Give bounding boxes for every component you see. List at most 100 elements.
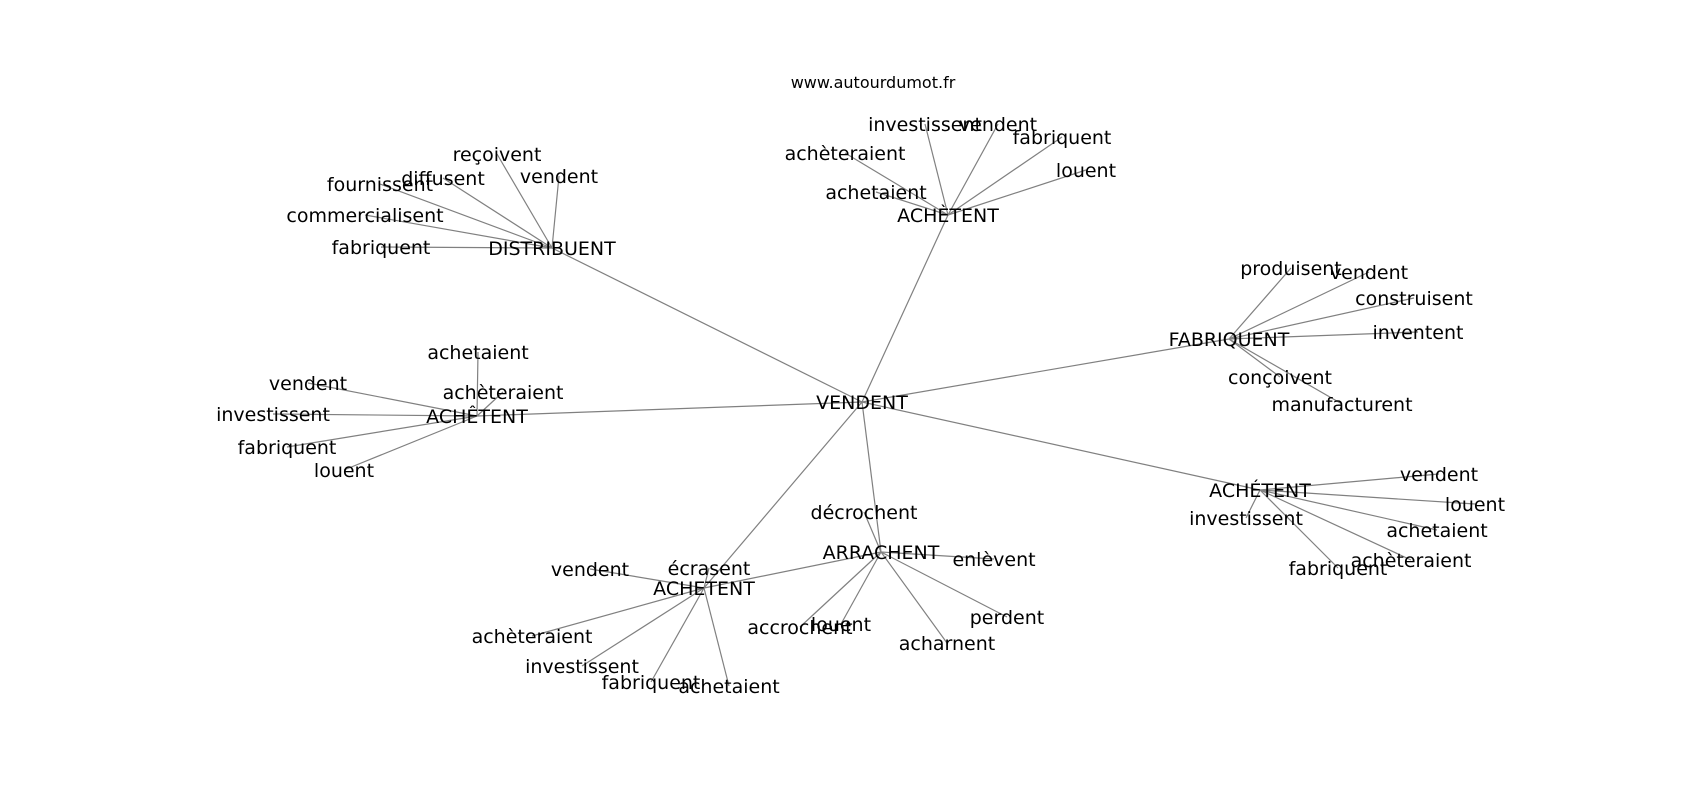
- node-perdent[interactable]: perdent: [970, 607, 1044, 629]
- edge-achetent_top-acheteraient_t: [844, 152, 949, 216]
- node-acheteraient-l[interactable]: achèteraient: [443, 382, 564, 404]
- edge-arrachent-decrochent: [863, 511, 882, 553]
- node-vendent-t[interactable]: vendent: [959, 114, 1037, 136]
- edge-arrachent-accrochent: [799, 551, 882, 628]
- edge-distribuent-recoivent: [496, 153, 553, 249]
- edge-achetent_left-fabriquent_l: [286, 415, 478, 448]
- node-commercialisent[interactable]: commercialisent: [286, 205, 443, 227]
- edge-achetent_bot-acheteraient_b: [531, 587, 705, 637]
- node-louent-r[interactable]: louent: [1445, 494, 1505, 516]
- edge-fabriquent-produisent: [1228, 267, 1292, 340]
- node-recoivent[interactable]: reçoivent: [453, 144, 542, 166]
- edge-achetent_right-acheteraient_r: [1259, 489, 1412, 561]
- node-manufacturent[interactable]: manufacturent: [1271, 394, 1412, 416]
- node-louent-t[interactable]: louent: [1056, 160, 1116, 182]
- node-vendent-r[interactable]: vendent: [1400, 464, 1478, 486]
- node-arrachent[interactable]: ARRACHENT: [823, 542, 940, 564]
- edge-achetent_bot-investissent_b: [581, 587, 705, 667]
- node-fabriquent-t[interactable]: fabriquent: [1013, 127, 1112, 149]
- node-achetent-right[interactable]: ACHÉTENT: [1209, 479, 1311, 502]
- edge-vendent_c-fabriquent: [861, 338, 1230, 403]
- edge-achetent_bot-fabriquent_b: [650, 587, 705, 683]
- node-ecrasent[interactable]: écrasent: [668, 558, 751, 580]
- node-investissent-r[interactable]: investissent: [1189, 508, 1303, 530]
- node-investissent-t[interactable]: investissent: [868, 114, 982, 136]
- labels-layer: VENDENT DISTRIBUENT ACHÈTENT FABRIQUENT ACHÊ…: [216, 114, 1505, 698]
- node-produisent[interactable]: produisent: [1240, 258, 1342, 280]
- node-inventent[interactable]: inventent: [1373, 322, 1464, 344]
- node-achetaient-l[interactable]: achetaient: [427, 342, 528, 364]
- node-acheteraient-b[interactable]: achèteraient: [472, 626, 593, 648]
- node-distribuent[interactable]: DISTRIBUENT: [488, 238, 616, 260]
- edge-arrachent-enlevent: [880, 551, 995, 560]
- node-decrochent[interactable]: décrochent: [811, 502, 918, 524]
- edge-achetent_top-investissent_t: [924, 123, 949, 216]
- edge-achetent_right-vendent_r: [1259, 473, 1440, 491]
- edge-achetent_right-achetaient_r: [1259, 489, 1438, 531]
- node-louent-l[interactable]: louent: [314, 460, 374, 482]
- edge-fabriquent-construisent: [1228, 297, 1415, 340]
- node-diffusent[interactable]: diffusent: [401, 168, 485, 190]
- node-construisent[interactable]: construisent: [1355, 288, 1473, 310]
- edge-fabriquent-vendent_f: [1228, 271, 1370, 340]
- node-achetent-top[interactable]: ACHÈTENT: [897, 204, 999, 227]
- edge-achetent_right-fabriquent_r: [1259, 489, 1339, 569]
- edge-arrachent-perdent: [880, 551, 1008, 618]
- node-concoivent[interactable]: conçoivent: [1228, 367, 1332, 389]
- node-acharnent[interactable]: acharnent: [899, 633, 995, 655]
- edge-distribuent-fournissent: [379, 183, 553, 249]
- edge-arrachent-louent_a: [840, 551, 882, 625]
- edge-achetent_right-louent_r: [1259, 489, 1476, 505]
- node-fabriquent-r[interactable]: fabriquent: [1289, 558, 1388, 580]
- node-vendent-l[interactable]: vendent: [269, 373, 347, 395]
- edge-achetent_top-louent_t: [947, 169, 1087, 216]
- node-fabriquent-b[interactable]: fabriquent: [602, 672, 701, 694]
- node-achetent-bot[interactable]: ACHETENT: [653, 578, 755, 600]
- node-fabriquent-l[interactable]: fabriquent: [238, 437, 337, 459]
- edge-vendent_c-achetent_top: [861, 214, 949, 403]
- source-credit: www.autourdumot.fr: [791, 73, 956, 92]
- node-louent-a[interactable]: louent: [811, 614, 871, 636]
- edge-achetent_left-investissent_l: [272, 413, 478, 417]
- node-fabriquent[interactable]: FABRIQUENT: [1169, 329, 1290, 351]
- edge-achetent_left-vendent_l: [307, 382, 478, 417]
- node-acheteraient-t[interactable]: achèteraient: [785, 143, 906, 165]
- node-achetaient-t[interactable]: achetaient: [825, 182, 926, 204]
- node-vendent-c[interactable]: VENDENT: [816, 392, 908, 414]
- node-enlevent[interactable]: enlèvent: [952, 549, 1035, 571]
- edge-achetent_left-acheteraient_l: [476, 391, 504, 417]
- node-investissent-l[interactable]: investissent: [216, 404, 330, 426]
- edge-vendent_c-achetent_bot: [703, 401, 863, 589]
- edge-arrachent-acharnent: [880, 551, 948, 644]
- edge-achetent_left-achetaient_l: [476, 351, 479, 417]
- node-investissent-b[interactable]: investissent: [525, 656, 639, 678]
- edges-layer: [272, 123, 1476, 687]
- edge-fabriquent-manufacturent: [1228, 338, 1343, 405]
- edge-distribuent-vendent_d: [551, 175, 560, 249]
- edge-arrachent-achetent_bot: [703, 551, 882, 589]
- node-achetaient-r[interactable]: achetaient: [1386, 520, 1487, 542]
- edge-distribuent-fabriquent_d: [380, 246, 553, 249]
- node-accrochent[interactable]: accrochent: [747, 617, 852, 639]
- edge-achetent_bot-vendent_b: [589, 568, 705, 589]
- edge-vendent_c-achetent_left: [476, 401, 863, 417]
- edge-distribuent-diffusent: [442, 177, 553, 249]
- node-achetaient-b[interactable]: achetaient: [678, 676, 779, 698]
- edge-vendent_c-arrachent: [861, 401, 882, 553]
- node-fournissent[interactable]: fournissent: [327, 174, 433, 196]
- edge-achetent_bot-achetaient_b: [703, 587, 730, 687]
- edge-achetent_right-investissent_r: [1245, 489, 1261, 519]
- edge-achetent_top-achetaient_t: [875, 191, 949, 216]
- edge-fabriquent-inventent: [1228, 331, 1419, 340]
- node-achetent-left[interactable]: ACHÊTENT: [426, 405, 528, 428]
- node-vendent-f[interactable]: vendent: [1330, 262, 1408, 284]
- node-vendent-d[interactable]: vendent: [520, 166, 598, 188]
- node-fabriquent-d[interactable]: fabriquent: [332, 237, 431, 259]
- edge-distribuent-commercialisent: [364, 214, 553, 249]
- edge-vendent_c-achetent_right: [861, 401, 1261, 491]
- edge-achetent_top-fabriquent_t: [947, 136, 1063, 216]
- edge-achetent_left-louent_l: [343, 415, 478, 471]
- node-vendent-b[interactable]: vendent: [551, 559, 629, 581]
- node-acheteraient-r[interactable]: achèteraient: [1351, 550, 1472, 572]
